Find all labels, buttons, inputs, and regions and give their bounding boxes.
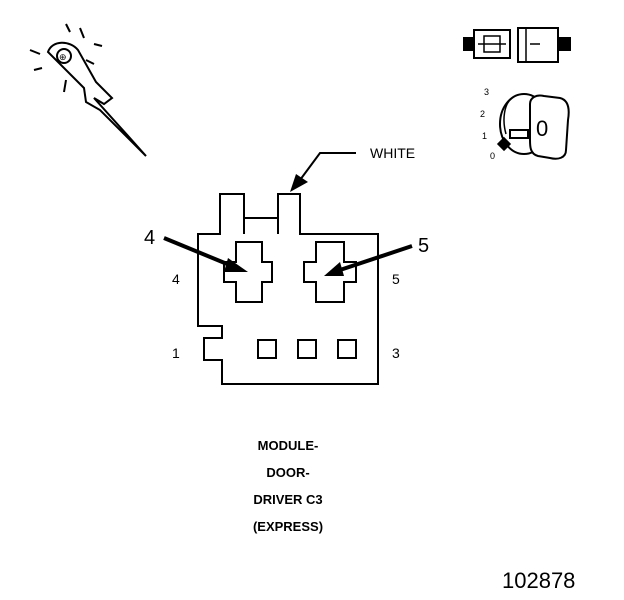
key-position-label: 0	[536, 116, 549, 141]
caption-line-4: (EXPRESS)	[252, 519, 324, 534]
pin-label-3: 3	[392, 345, 400, 361]
cavity-4-arrow	[163, 236, 248, 272]
connector-disconnected-icon	[463, 27, 571, 63]
cavity-2	[297, 339, 317, 359]
document-number: 102878	[502, 568, 576, 593]
pin-label-4: 4	[172, 271, 180, 287]
ignition-position-3: 3	[484, 87, 490, 97]
callout-cavity-5: 5	[418, 235, 430, 257]
probe-light-rays-icon	[29, 23, 103, 93]
test-probe-icon: ⊕	[29, 23, 147, 157]
ignition-key-icon	[496, 93, 570, 160]
ignition-position-2: 2	[480, 109, 486, 119]
pin-label-5: 5	[392, 271, 400, 287]
wire-color-label: WHITE	[370, 145, 416, 161]
callout-cavity-4: 4	[144, 227, 156, 249]
caption-line-1: MODULE-	[257, 438, 319, 453]
wire-color-arrow	[290, 152, 356, 192]
cavity-1	[257, 339, 277, 359]
ignition-position-0: 0	[490, 151, 496, 161]
connector-caption: MODULE- DOOR- DRIVER C3 (EXPRESS)	[238, 432, 338, 540]
caption-line-2: DOOR-	[266, 465, 310, 480]
pin-label-1: 1	[172, 345, 180, 361]
cavity-3	[337, 339, 357, 359]
cavity-5-arrow	[324, 244, 413, 276]
ignition-position-1: 1	[482, 131, 488, 141]
caption-line-3: DRIVER C3	[253, 492, 323, 507]
svg-text:⊕: ⊕	[59, 52, 67, 62]
